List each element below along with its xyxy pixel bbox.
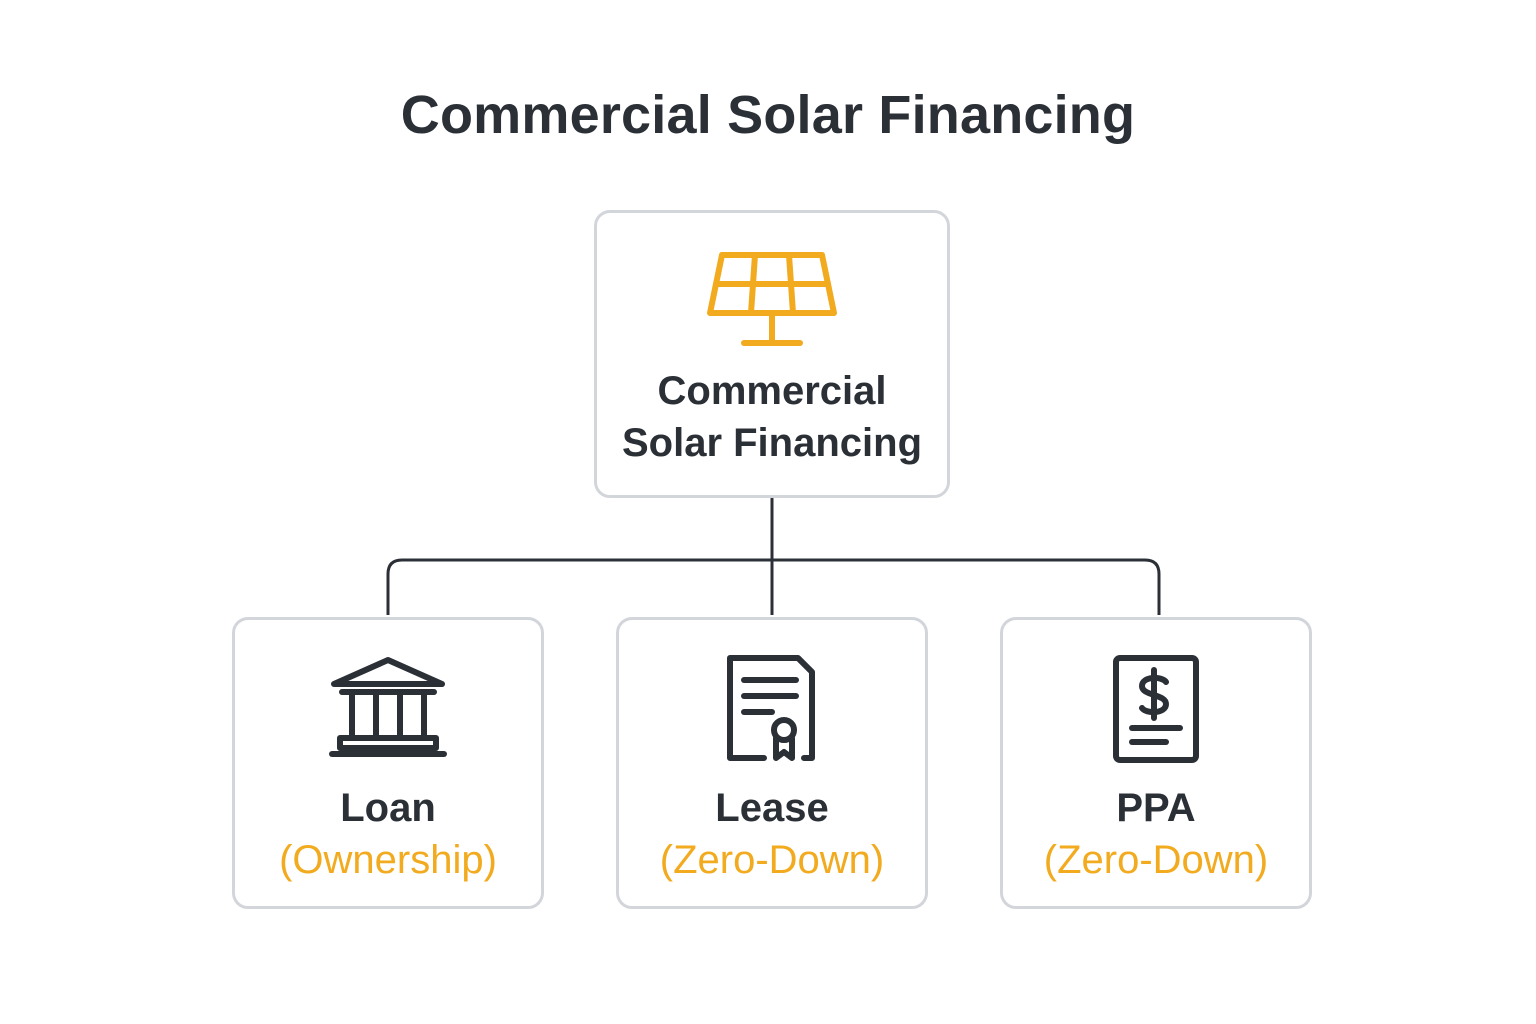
child-node-title: PPA (1116, 786, 1196, 830)
solar-panel-icon (707, 252, 837, 346)
certificate-document-icon (727, 655, 815, 761)
child-node-title: Lease (715, 786, 829, 830)
root-node-label-line2: Solar Financing (621, 421, 923, 465)
child-node-ppa: PPA (Zero-Down) (1000, 617, 1312, 909)
child-node-lease: Lease (Zero-Down) (616, 617, 928, 909)
root-node-label-line1: Commercial (657, 369, 887, 413)
child-node-subtitle: (Zero-Down) (659, 838, 885, 882)
dollar-document-icon (1113, 655, 1199, 763)
root-node: Commercial Solar Financing (594, 210, 950, 498)
bank-icon (329, 657, 447, 757)
child-node-subtitle: (Ownership) (279, 838, 497, 882)
page-title: Commercial Solar Financing (400, 85, 1136, 145)
connector-branch (386, 558, 1161, 615)
root-node-label: Commercial Solar Financing (597, 365, 947, 469)
child-node-loan: Loan (Ownership) (232, 617, 544, 909)
child-node-title: Loan (340, 786, 436, 830)
child-node-subtitle: (Zero-Down) (1043, 838, 1269, 882)
